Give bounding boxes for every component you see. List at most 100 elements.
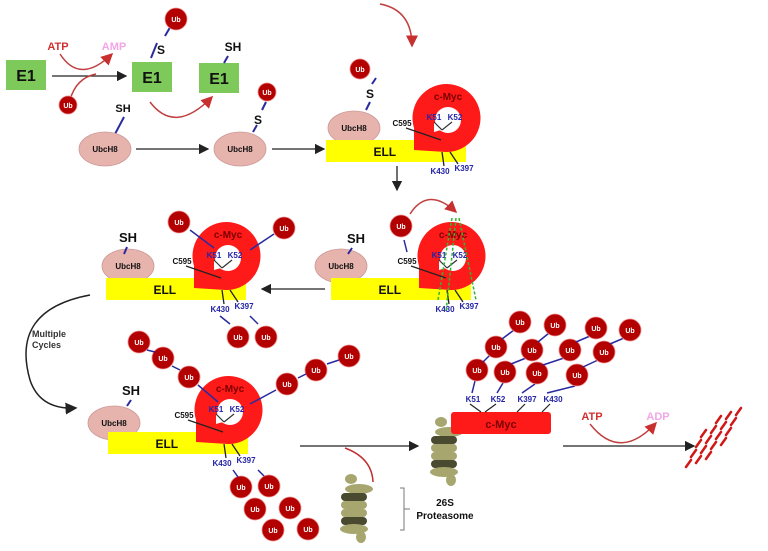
proteasome-ring [341,509,367,517]
ub-chain-bond [575,335,591,343]
ubch8-s-bond [252,124,258,133]
ubiquitin-circle [254,325,278,349]
k430-label: K430 [212,459,232,468]
ubiquitin-circle [508,310,532,334]
k52-label: K52 [230,405,245,414]
ub-chain-bond [146,349,156,353]
ubiquitin-circle [167,210,191,234]
k51-label: K51 [432,251,447,260]
peptide-fragment [709,424,718,435]
k51-bond [433,121,443,131]
ubiquitin: Ub [226,325,250,349]
proteasome-ring [431,452,457,460]
e1-sh-bond [223,55,229,64]
k52-bond [484,403,497,413]
ubiquitin-label: Ub [184,375,193,382]
ubiquitin: Ub [525,361,549,385]
ub-chain-bond [257,469,265,477]
proteasome-ring [341,517,367,525]
ubiquitin-label: Ub [285,506,294,513]
c-myc-protein: c-Myc [192,222,261,291]
ubiquitin-circle [272,216,296,240]
c595-bond [187,419,224,433]
c595-label: C595 [172,257,192,266]
e1-sh-label: SH [225,40,242,54]
ubiquitin-circle [304,358,328,382]
ubiquitin-circle [618,318,642,342]
ubiquitin: Ub [465,358,489,382]
ub-chain-bond [471,380,476,394]
ubiquitin: Ub [167,210,191,234]
ubch8-label: UbcH8 [115,262,141,271]
peptide-fragment [734,406,743,417]
amp-label: AMP [102,41,126,53]
c-myc-label: c-Myc [434,92,463,103]
ubiquitin-circle [520,338,544,362]
c-myc-protein: c-Myc [417,222,486,291]
k52-label: K52 [453,251,468,260]
c-myc-label: c-Myc [214,230,243,241]
ubiquitin-circle [484,335,508,359]
ub-k52-bond [249,233,275,251]
ubiquitin: Ub [257,82,277,102]
ubch8-ub-bond [261,101,267,111]
k397-label: K397 [454,164,474,173]
ubiquitin-label: Ub [500,370,509,377]
ubiquitin: Ub [261,518,285,542]
ubiquitin-label: Ub [591,326,600,333]
ubiquitin: Ub [58,95,78,115]
k51-label: K51 [427,113,442,122]
ubiquitin: Ub [508,310,532,334]
ubch8-enzyme: UbcH8 [213,131,267,167]
ub-chain-bond [482,354,491,363]
ub-chain-bond [197,384,219,403]
ubiquitin: Ub [493,360,517,384]
ubiquitin-label: Ub [282,382,291,389]
ubiquitin-circle [243,497,267,521]
ubch8-enzyme: UbcH8 [101,248,155,284]
ubiquitin-label: Ub [527,348,536,355]
c-myc-hole [215,245,241,271]
ubiquitin-label: Ub [550,323,559,330]
ubiquitin-circle [565,363,589,387]
ubiquitin-circle [257,474,281,498]
k430-label: K430 [435,305,455,314]
proteasome-cap [345,474,357,484]
ub-chain-bond [249,389,277,405]
ubiquitin-label: Ub [250,507,259,514]
c-myc-protein: c-Myc [412,84,481,153]
ubiquitin: Ub [584,316,608,340]
ubch8-label: UbcH8 [227,145,253,154]
e1-enzyme: E1 [199,63,239,93]
k397-bond [229,289,239,303]
ubiquitin-circle [257,82,277,102]
ubiquitin: Ub [337,344,361,368]
k52-label: K52 [448,113,463,122]
proteasome-ring [341,501,367,509]
proteasome-free [340,474,373,543]
ub-chain-bond [542,357,565,366]
peptide-fragment [724,426,733,437]
c-myc-label: c-Myc [439,230,468,241]
k51-bond [469,403,482,413]
ubiquitin-circle [389,214,413,238]
peptide-fragment [729,416,738,427]
ubiquitin-label: Ub [171,17,180,24]
ubiquitin: Ub [543,313,567,337]
ub-chain-bond [546,385,576,394]
ubch8-label: UbcH8 [101,419,127,428]
ubiquitin-circle [151,346,175,370]
ubiquitin: Ub [243,497,267,521]
k52-label: K52 [491,395,506,404]
ell-label: ELL [153,283,176,297]
c595-label: C595 [174,411,194,420]
k51-bond [215,413,225,423]
k397-bond [449,151,459,165]
ubiquitin-label: Ub [491,345,500,352]
ubiquitin: Ub [275,372,299,396]
ubiquitin: Ub [565,363,589,387]
e1-transfer-curve [149,95,214,118]
proteasome-cap [356,531,366,543]
ubiquitin-circle [229,475,253,499]
